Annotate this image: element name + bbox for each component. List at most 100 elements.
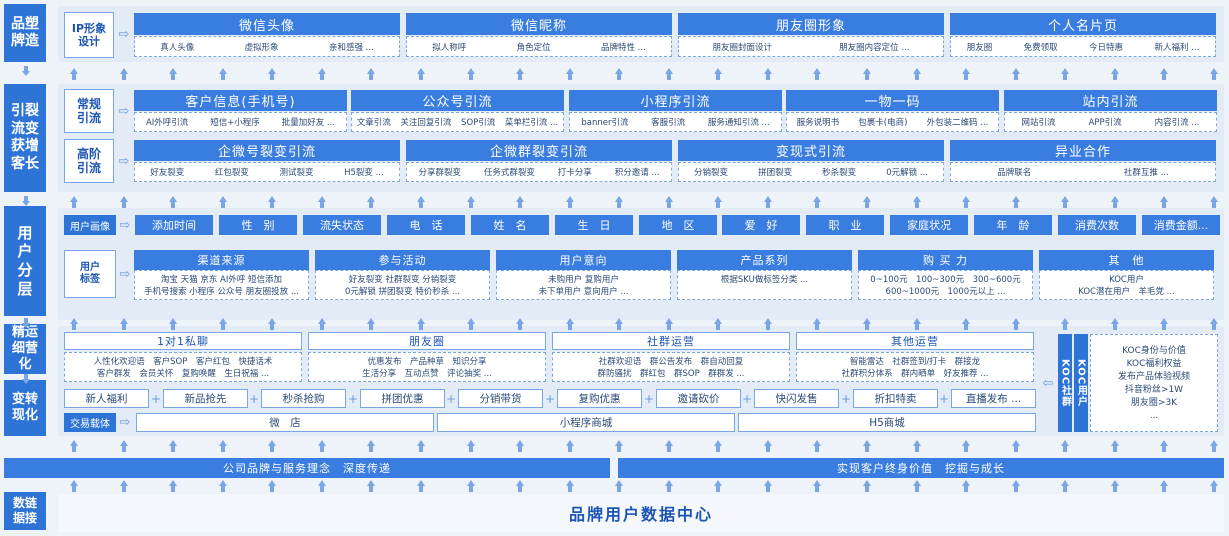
user-portrait-tag: 电 话 xyxy=(387,215,465,235)
user-up-arrow-icon xyxy=(863,318,871,330)
convert-up-arrow-icon xyxy=(1210,440,1218,452)
traffic-up-arrow-icon xyxy=(1061,196,1069,208)
traffic-up-arrow-icon xyxy=(516,196,524,208)
convert-up-arrow-icon xyxy=(467,440,475,452)
brand-card-title: 朋友圈形象 xyxy=(678,13,944,35)
brand-card-item: 朋友圈 xyxy=(966,42,993,53)
brand-card-item: 新人福利 ... xyxy=(1154,42,1200,53)
bottom-up-arrow-icon xyxy=(1210,480,1218,492)
traffic-regular-item: APP引流 xyxy=(1088,118,1122,128)
koc-item: KOC福利权益 xyxy=(1126,359,1182,369)
user-up-arrow-icon xyxy=(962,318,970,330)
traffic-advanced-item: 好友裂变 xyxy=(150,168,185,178)
user-portrait-tag: 性 别 xyxy=(219,215,297,235)
traffic-regular-item: 外包装二维码 ... xyxy=(926,118,989,128)
convert-action: 快闪发售 xyxy=(754,389,839,408)
traffic-up-arrow-icon xyxy=(1012,196,1020,208)
traffic-regular-items: AI外呼引流短信+小程序批量加好友 ... xyxy=(134,112,347,132)
traffic-advanced-title: 企微号裂变引流 xyxy=(134,140,400,161)
category-data: 数链 据接 xyxy=(4,492,46,530)
user-tag-body: 未购用户 复购用户 未下单用户 意向用户 ... xyxy=(496,270,671,300)
traffic-advanced-items: 品牌联名社群互推 ... xyxy=(950,162,1216,182)
brand-up-arrow-icon xyxy=(1061,68,1069,80)
traffic-up-arrow-icon xyxy=(318,196,326,208)
traffic-up-arrow-icon xyxy=(714,196,722,208)
plus-icon: + xyxy=(643,391,655,406)
plus-icon: + xyxy=(347,391,359,406)
koc-item: ... xyxy=(1149,411,1159,421)
user-up-arrow-icon xyxy=(367,318,375,330)
ops-card-title: 其他运营 xyxy=(796,332,1034,350)
bottom-up-arrow-icon xyxy=(813,480,821,492)
user-tag-title: 产品系列 xyxy=(677,250,852,270)
convert-up-arrow-icon xyxy=(169,440,177,452)
brand-card-items: 朋友圈封面设计朋友圈内容定位 ... xyxy=(678,36,944,57)
convert-up-arrow-icon xyxy=(566,440,574,452)
koc-item: 发布产品体验视频 xyxy=(1117,372,1190,382)
plus-icon: + xyxy=(840,391,852,406)
plus-icon: + xyxy=(445,391,457,406)
convert-up-arrow-icon xyxy=(120,440,128,452)
brand-up-arrow-icon xyxy=(566,68,574,80)
bottom-up-arrow-icon xyxy=(962,480,970,492)
convert-action: 分销带货 xyxy=(458,389,543,408)
user-portrait-tag: 姓 名 xyxy=(471,215,549,235)
data-center-band: 品牌用户数据中心 xyxy=(58,494,1224,532)
bottom-up-arrow-icon xyxy=(913,480,921,492)
traffic-up-arrow-icon xyxy=(615,196,623,208)
bottom-up-arrow-icon xyxy=(1061,480,1069,492)
category-brand: 品塑 牌造 xyxy=(4,4,46,62)
convert-up-arrow-icon xyxy=(764,440,772,452)
traffic-advanced-item: H5裂变 ... xyxy=(344,168,384,178)
traffic-up-arrow-icon xyxy=(467,196,475,208)
brand-up-arrow-icon xyxy=(417,68,425,80)
carrier-label: 交易载体 xyxy=(64,413,116,432)
bottom-up-arrow-icon xyxy=(665,480,673,492)
right-arrow-icon: ⇨ xyxy=(119,266,131,282)
down-arrow-left-2 xyxy=(22,318,30,328)
convert-action: 折扣特卖 xyxy=(853,389,938,408)
user-up-arrow-icon xyxy=(516,318,524,330)
traffic-regular-item: 包裹卡(电商) xyxy=(858,118,908,128)
brand-card-item: 品牌特性 ... xyxy=(600,42,646,53)
traffic-regular-item: 客服引流 xyxy=(651,118,686,128)
user-up-arrow-icon xyxy=(417,318,425,330)
carrier-item: H5商城 xyxy=(738,413,1036,432)
ops-card-body: 社群欢迎语 群公告发布 群自动回复 群防骚扰 群红包 群SOP 群群发 ... xyxy=(552,352,790,382)
traffic-regular-title: 公众号引流 xyxy=(351,90,564,111)
user-up-arrow-icon xyxy=(1061,318,1069,330)
user-tag-title: 用户意向 xyxy=(496,250,671,270)
traffic-regular-title: 一物一码 xyxy=(786,90,999,111)
convert-up-arrow-icon xyxy=(367,440,375,452)
user-up-arrow-icon xyxy=(70,318,78,330)
bottom-up-arrow-icon xyxy=(70,480,78,492)
convert-up-arrow-icon xyxy=(70,440,78,452)
right-arrow-icon: ⇨ xyxy=(119,415,131,430)
brand-card-title: 微信昵称 xyxy=(406,13,672,35)
plus-icon: + xyxy=(544,391,556,406)
brand-card-item: 真人头像 xyxy=(160,42,195,53)
brand-card-item: 亲和感强 ... xyxy=(328,42,374,53)
traffic-regular-item: banner引流 xyxy=(581,118,629,128)
user-portrait-tag: 流失状态 xyxy=(303,215,381,235)
traffic-up-arrow-icon xyxy=(367,196,375,208)
traffic-advanced-item: 拼团裂变 xyxy=(758,168,793,178)
user-tag-title: 渠道来源 xyxy=(134,250,309,270)
traffic-advanced-item: 红包裂变 xyxy=(214,168,249,178)
convert-up-arrow-icon xyxy=(318,440,326,452)
brand-card-item: 角色定位 xyxy=(516,42,551,53)
traffic-advanced-title: 变现式引流 xyxy=(678,140,944,161)
convert-action: 直播发布 ... xyxy=(951,389,1036,408)
user-up-arrow-icon xyxy=(467,318,475,330)
plus-icon: + xyxy=(248,391,260,406)
brand-up-arrow-icon xyxy=(665,68,673,80)
convert-up-arrow-icon xyxy=(1061,440,1069,452)
convert-action: 新人福利 xyxy=(64,389,149,408)
convert-up-arrow-icon xyxy=(665,440,673,452)
traffic-advanced-item: 分享群裂变 xyxy=(418,168,461,178)
user-up-arrow-icon xyxy=(764,318,772,330)
brand-card-item: 虚拟形象 xyxy=(244,42,279,53)
traffic-regular-items: banner引流客服引流服务通知引流 ... xyxy=(569,112,782,132)
ops-card-title: 朋友圈 xyxy=(308,332,546,350)
